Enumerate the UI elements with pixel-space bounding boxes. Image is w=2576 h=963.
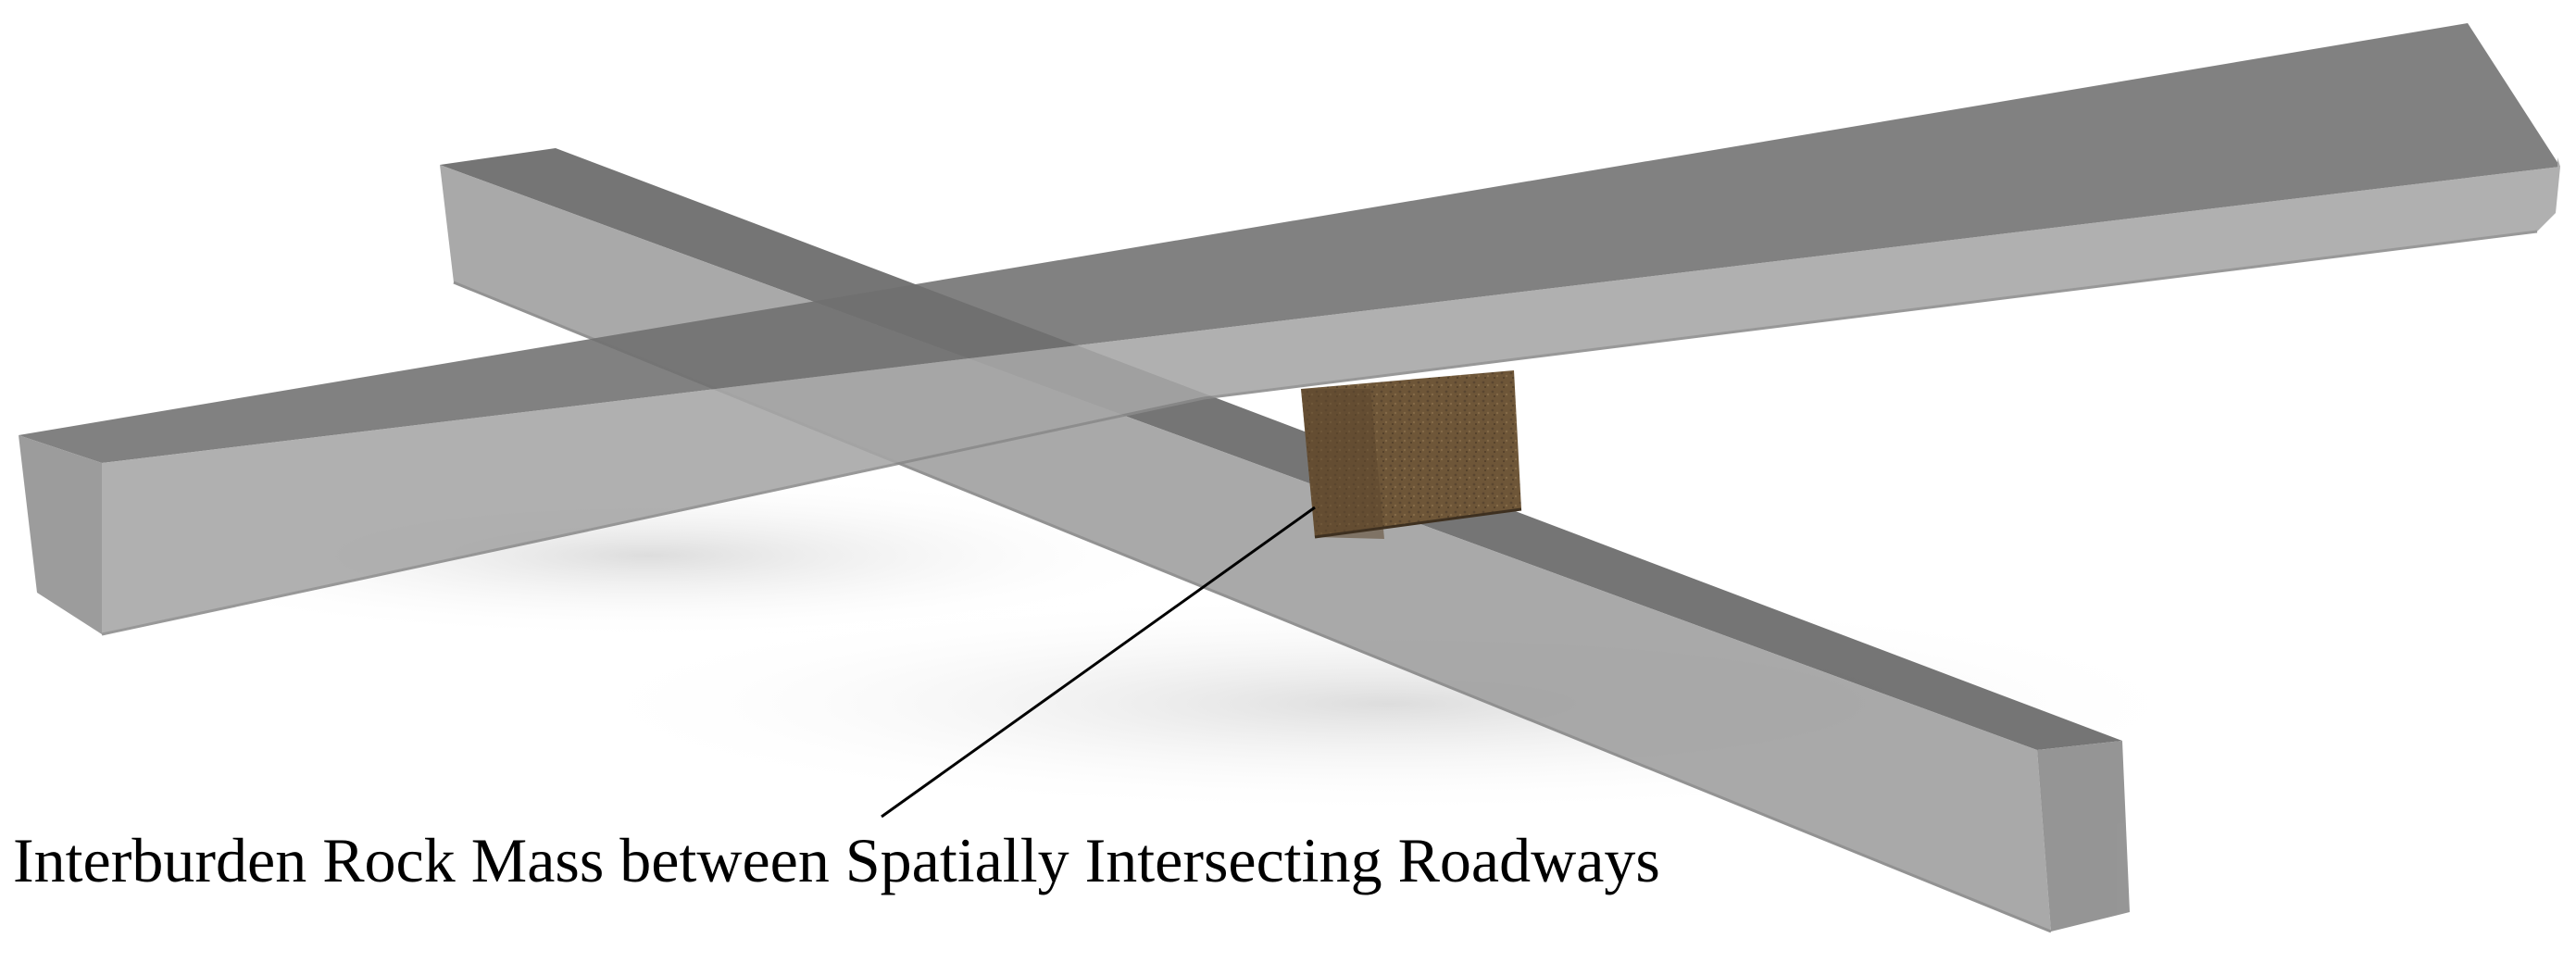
rock-mass-callout-label: Interburden Rock Mass between Spatially … bbox=[13, 825, 1660, 895]
callout-leader-line bbox=[881, 506, 1316, 819]
upper-roadway bbox=[19, 23, 2560, 636]
interburden-rock-mass bbox=[1301, 370, 1522, 539]
